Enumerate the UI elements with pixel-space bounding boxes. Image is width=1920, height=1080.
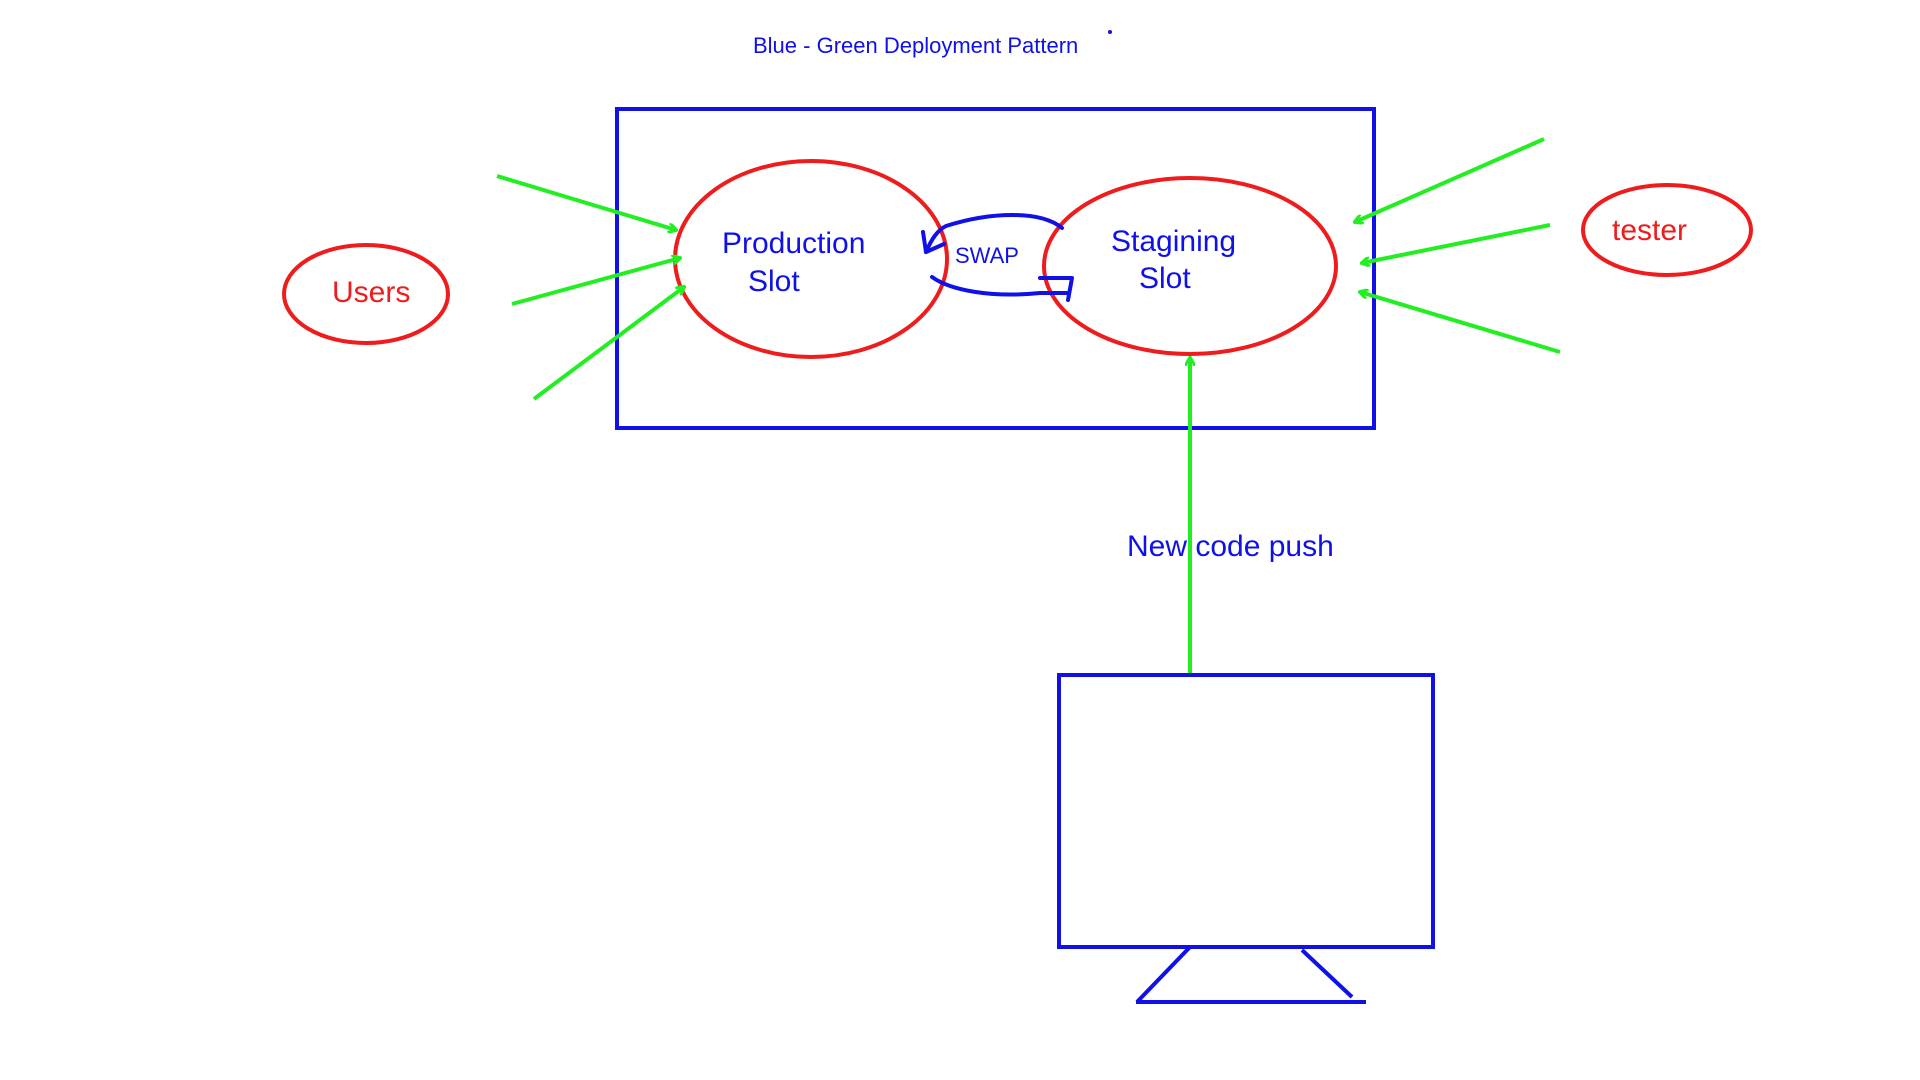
user-traffic-arrow-3 [532, 287, 684, 401]
monitor-stand-right [1300, 948, 1354, 999]
staging-slot [1042, 176, 1338, 356]
user-traffic-arrow-1 [496, 174, 676, 230]
production-slot-label-line2: Slot [748, 265, 800, 298]
swap-arrow-to-staging-head [1038, 276, 1074, 302]
tester-traffic-arrow-3 [1360, 292, 1561, 354]
new-code-push-label: New code push [1127, 530, 1334, 563]
tester-traffic-arrow-2 [1362, 223, 1551, 263]
tester-label: tester [1612, 214, 1687, 247]
app-service-container [615, 107, 1376, 430]
swap-label: SWAP [955, 243, 1019, 268]
title-dot [1108, 30, 1112, 34]
diagram-title: Blue - Green Deployment Pattern [753, 33, 1078, 58]
swap-arrow-to-staging [930, 275, 1070, 297]
monitor-screen [1057, 673, 1435, 949]
users-label: Users [332, 276, 410, 309]
user-traffic-arrow-2 [511, 258, 680, 306]
staging-slot-label-line2: Slot [1139, 262, 1191, 295]
production-slot-label-line1: Production [722, 227, 865, 260]
swap-arrow-to-production-head [921, 230, 946, 254]
tester-node [1581, 183, 1753, 277]
swap-arrow-to-production [924, 213, 1064, 254]
tester-traffic-arrow-1 [1355, 137, 1545, 222]
staging-slot-label-line1: Stagining [1111, 225, 1236, 258]
monitor-icon [1057, 673, 1435, 1004]
monitor-stand-left [1135, 945, 1192, 1004]
users-node [282, 243, 450, 345]
